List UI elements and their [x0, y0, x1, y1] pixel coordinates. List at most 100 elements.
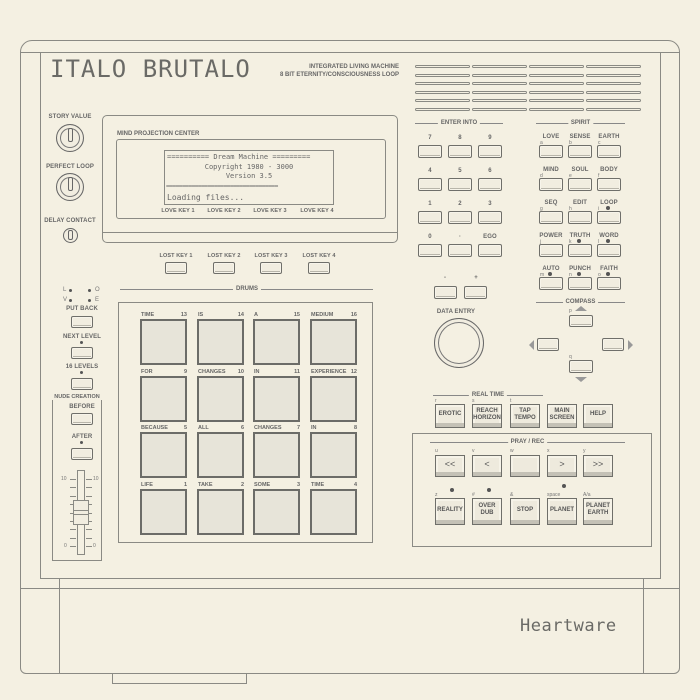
minus-button[interactable] — [434, 286, 457, 299]
drum-pad-16[interactable] — [310, 319, 357, 365]
drum-pad-6[interactable] — [197, 432, 244, 478]
enter-key-5-button[interactable] — [448, 178, 472, 191]
enter-key-0-button[interactable] — [418, 244, 442, 257]
pray-rec-letter: # — [472, 492, 475, 498]
spirit-body-button[interactable] — [597, 178, 621, 191]
spirit-mind-button[interactable] — [539, 178, 563, 191]
real-time-main-screen-button[interactable]: MAIN SCREEN — [547, 404, 577, 428]
put-back-button[interactable] — [71, 316, 93, 328]
compass-right-button[interactable] — [602, 338, 624, 351]
vent-slot — [472, 73, 527, 77]
delay-contact-knob[interactable] — [63, 228, 78, 243]
spirit-seq-button[interactable] — [539, 211, 563, 224]
pray-rec-led — [450, 488, 454, 492]
spirit-key-letter: e — [569, 173, 572, 179]
drum-pad-4[interactable] — [310, 489, 357, 535]
perfect-loop-knob[interactable] — [56, 173, 84, 201]
drum-pad-13[interactable] — [140, 319, 187, 365]
compass-up-button[interactable] — [569, 315, 593, 327]
spirit-key-label: SENSE — [569, 134, 591, 140]
lost-key-1-button[interactable] — [165, 262, 187, 274]
spirit-key-label: BODY — [600, 167, 618, 173]
pray-rec-planet-button[interactable]: PLANET — [547, 498, 577, 525]
spirit-auto-button[interactable] — [539, 277, 563, 290]
enter-key-2-button[interactable] — [448, 211, 472, 224]
drum-pad-9[interactable] — [140, 376, 187, 422]
real-time-letter: t — [510, 398, 512, 404]
led-indicator — [88, 289, 91, 292]
spirit-faith-button[interactable] — [597, 277, 621, 290]
spirit-word-button[interactable] — [597, 244, 621, 257]
transport-rewind-button[interactable]: < — [472, 455, 502, 477]
transport-rewind-fast-button[interactable]: << — [435, 455, 465, 477]
spirit-truth-button[interactable] — [568, 244, 592, 257]
transport-forward-fast-button[interactable]: >> — [583, 455, 613, 477]
lcd-line-1: ========== Dream Machine ========= — [167, 153, 311, 161]
spirit-key-label: EDIT — [572, 200, 588, 206]
real-time-help-button[interactable]: HELP — [583, 404, 613, 428]
real-time-erotic-button[interactable]: EROTIC — [435, 404, 465, 428]
real-time-reach-horizon-button[interactable]: REACH HORIZON — [472, 404, 502, 428]
enter-key-1-button[interactable] — [418, 211, 442, 224]
base-line — [20, 588, 680, 589]
real-time-tap-tempo-button[interactable]: TAP TEMPO — [510, 404, 540, 428]
lost-key-3-button[interactable] — [260, 262, 282, 274]
enter-key-dot-button[interactable] — [448, 244, 472, 257]
enter-key-8-button[interactable] — [448, 145, 472, 158]
plus-button[interactable] — [464, 286, 487, 299]
spirit-power-button[interactable] — [539, 244, 563, 257]
slider-handle[interactable] — [73, 500, 89, 525]
drum-pad-15[interactable] — [253, 319, 300, 365]
drum-pad-7[interactable] — [253, 432, 300, 478]
spirit-punch-button[interactable] — [568, 277, 592, 290]
spirit-earth-button[interactable] — [597, 145, 621, 158]
drum-pad-14[interactable] — [197, 319, 244, 365]
spirit-key-letter: g — [540, 206, 543, 212]
enter-key-9-button[interactable] — [478, 145, 502, 158]
enter-key-ego-button[interactable] — [478, 244, 502, 257]
enter-key-7-button[interactable] — [418, 145, 442, 158]
drum-pad-10[interactable] — [197, 376, 244, 422]
pray-rec-reality-button[interactable]: REALITY — [435, 498, 465, 525]
spirit-key-led — [606, 206, 610, 210]
spirit-love-button[interactable] — [539, 145, 563, 158]
transport-blank-button[interactable] — [510, 455, 540, 477]
spirit-key-label: SOUL — [571, 167, 589, 173]
spirit-soul-button[interactable] — [568, 178, 592, 191]
pad-label: IN — [254, 369, 260, 375]
pray-rec-over-dub-button[interactable]: OVER DUB — [472, 498, 502, 525]
drum-pad-12[interactable] — [310, 376, 357, 422]
16-levels-button[interactable] — [71, 378, 93, 390]
next-level-button[interactable] — [71, 347, 93, 359]
drum-pad-11[interactable] — [253, 376, 300, 422]
subtitle-block: INTEGRATED LIVING MACHINE 8 BIT ETERNITY… — [280, 63, 399, 79]
compass-left-button[interactable] — [537, 338, 559, 351]
pad-number: 5 — [183, 425, 187, 431]
before-button[interactable] — [71, 413, 93, 425]
spirit-loop-button[interactable] — [597, 211, 621, 224]
lost-key-4-button[interactable] — [308, 262, 330, 274]
after-button[interactable] — [71, 448, 93, 460]
spirit-sense-button[interactable] — [568, 145, 592, 158]
drum-pad-5[interactable] — [140, 432, 187, 478]
drum-pad-8[interactable] — [310, 432, 357, 478]
compass-left-arrow-icon — [529, 340, 534, 350]
drum-pad-3[interactable] — [253, 489, 300, 535]
transport-forward-button[interactable]: > — [547, 455, 577, 477]
enter-key-6-button[interactable] — [478, 178, 502, 191]
spirit-edit-button[interactable] — [568, 211, 592, 224]
story-value-knob[interactable] — [56, 124, 84, 152]
spirit-key-label: LOOP — [600, 200, 618, 206]
compass-down-button[interactable] — [569, 360, 593, 373]
data-entry-wheel[interactable] — [434, 318, 484, 368]
drum-pad-2[interactable] — [197, 489, 244, 535]
lost-key-2-button[interactable] — [213, 262, 235, 274]
pray-rec-stop-button[interactable]: STOP — [510, 498, 540, 525]
lost-key-label: LOST KEY 2 — [207, 253, 241, 259]
drum-pad-1[interactable] — [140, 489, 187, 535]
vent-slot — [529, 99, 584, 102]
pray-rec-planet-earth-button[interactable]: PLANET EARTH — [583, 498, 613, 525]
knob-pointer — [68, 128, 73, 142]
enter-key-3-button[interactable] — [478, 211, 502, 224]
enter-key-4-button[interactable] — [418, 178, 442, 191]
